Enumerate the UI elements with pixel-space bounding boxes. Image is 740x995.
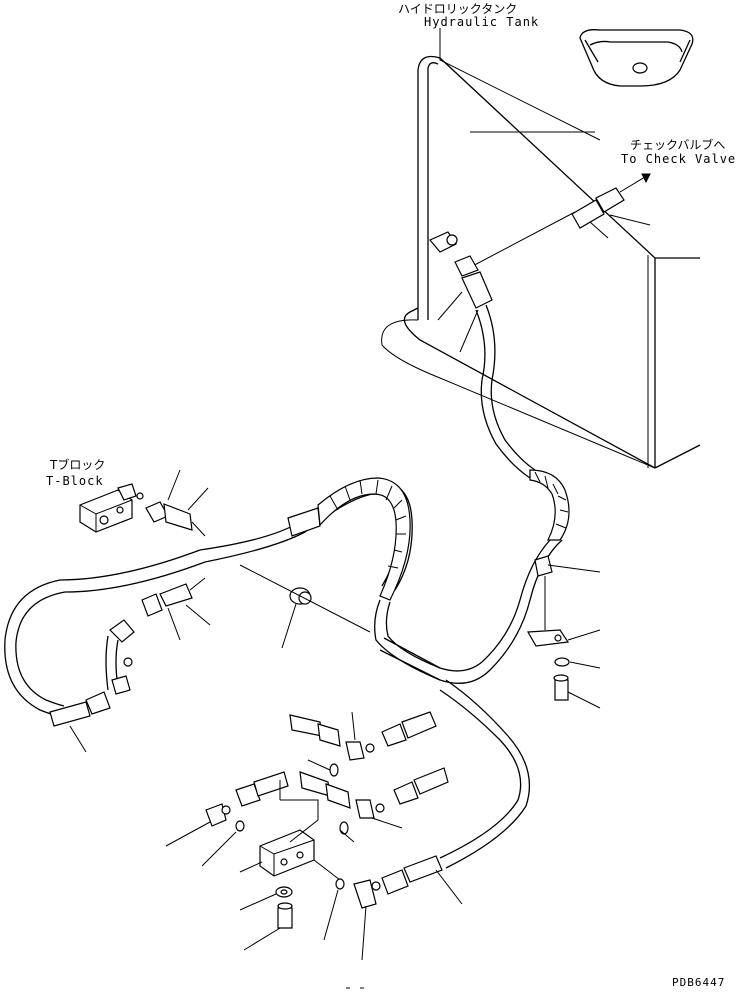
- tank-leader-line: [439, 28, 601, 141]
- return-hose: [379, 304, 570, 684]
- manifold-hose-mid-center: [299, 771, 351, 809]
- drawing-number: PDB6447: [672, 976, 726, 989]
- hydraulic-tank: [381, 55, 701, 469]
- tank-port-fittings: [429, 231, 493, 353]
- manifold-elbow-2: [355, 799, 403, 829]
- manifold-hose-mid-left: [235, 771, 289, 807]
- t-block-label-jp: Tブロック: [50, 458, 106, 472]
- manifold-elbow-1: [345, 711, 375, 761]
- manifold-orings: [307, 759, 355, 843]
- manifold-hose-upper-right: [381, 711, 437, 747]
- main-hose-loop: [199, 477, 441, 681]
- manifold-hose-upper-left: [289, 714, 341, 747]
- manifold-bolt: [239, 886, 293, 951]
- check-valve-hose: [464, 173, 651, 271]
- clamp-assembly: [527, 555, 601, 709]
- manifold-elbow-3: [165, 803, 245, 867]
- manifold-block: [239, 780, 341, 881]
- tank-filler-cap: [579, 29, 694, 87]
- t-block-label-en: T-Block: [46, 474, 104, 488]
- check-valve-label-jp: チェックバルブへ: [630, 138, 726, 152]
- left-loop-hose: [4, 549, 206, 717]
- t-block-hose-fittings: [145, 469, 209, 537]
- t-block: [79, 483, 144, 533]
- hydraulic-tank-label-jp: ハイドロリックタンク: [398, 2, 518, 16]
- lower-elbow-hose: [323, 679, 530, 961]
- hose-collar: [239, 564, 371, 649]
- hydraulic-tank-label-en: Hydraulic Tank: [424, 15, 540, 29]
- check-valve-label-en: To Check Valve: [621, 152, 737, 166]
- manifold-hose-mid-right: [393, 767, 449, 805]
- middle-hose-fittings: [141, 577, 211, 641]
- elbow-fitting-left: [49, 619, 135, 753]
